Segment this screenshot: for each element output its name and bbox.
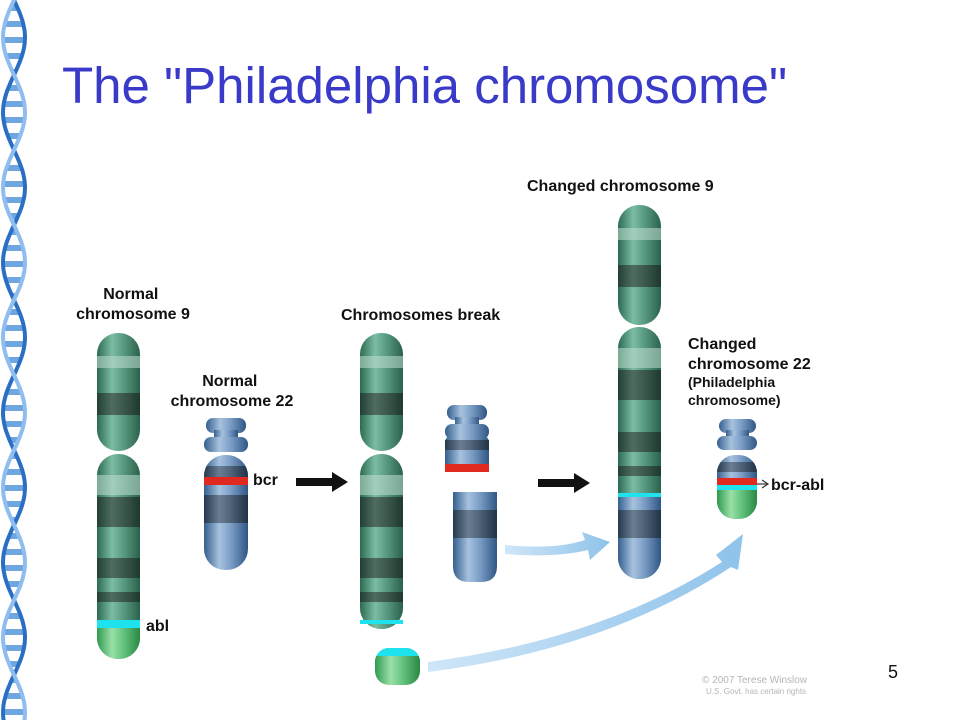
helix-rung bbox=[9, 437, 19, 443]
dna-helix-decoration bbox=[0, 0, 28, 720]
helix-rung bbox=[3, 37, 25, 43]
label-chromosomes-break: Chromosomes break bbox=[341, 307, 500, 324]
slide-title: The "Philadelphia chromosome" bbox=[62, 57, 788, 114]
helix-rung bbox=[5, 245, 24, 251]
helix-rung bbox=[3, 101, 25, 107]
helix-rung bbox=[3, 709, 25, 715]
helix-rung bbox=[3, 405, 25, 411]
helix-strand bbox=[0, 0, 28, 720]
helix-rung bbox=[4, 197, 24, 203]
broken-chromosome-22 bbox=[445, 405, 497, 582]
normal-chromosome-22 bbox=[204, 418, 248, 570]
helix-rung bbox=[10, 229, 18, 235]
helix-rung bbox=[3, 325, 25, 331]
label-normal-chromosome-9: Normal chromosome 9 bbox=[76, 286, 190, 323]
helix-rung bbox=[11, 453, 17, 459]
label-changed-chromosome-9: Changed chromosome 9 bbox=[527, 178, 714, 195]
helix-rung bbox=[5, 469, 23, 475]
helix-rung bbox=[6, 53, 22, 59]
helix-rung bbox=[5, 277, 23, 283]
helix-rung bbox=[3, 261, 25, 267]
helix-rung bbox=[5, 693, 23, 699]
helix-rung bbox=[3, 565, 25, 571]
helix-rung bbox=[10, 213, 19, 219]
label-normal-chromosome-22: Normal chromosome 22 bbox=[171, 373, 294, 410]
changed-chromosome-9 bbox=[618, 205, 661, 579]
helix-rung bbox=[7, 613, 21, 619]
helix-rung bbox=[7, 581, 21, 587]
helix-rung bbox=[10, 5, 18, 11]
helix-rung bbox=[6, 165, 22, 171]
helix-rung bbox=[3, 485, 25, 491]
helix-rung bbox=[4, 549, 24, 555]
changed-chromosome-22 bbox=[717, 419, 770, 519]
credit-line-1: © 2007 Terese Winslow bbox=[702, 675, 808, 686]
credit-line-2: U.S. Govt. has certain rights bbox=[706, 687, 806, 696]
broken-chromosome-9 bbox=[360, 333, 420, 685]
helix-rung bbox=[3, 181, 25, 187]
translocation-arrow-9-to-22 bbox=[428, 534, 743, 672]
label-abl: abl bbox=[146, 618, 169, 635]
helix-rung bbox=[5, 501, 23, 507]
arrow-right-icon bbox=[296, 472, 348, 492]
helix-rung bbox=[11, 677, 17, 683]
helix-rung bbox=[3, 629, 25, 635]
helix-rung bbox=[8, 85, 20, 91]
helix-rung bbox=[8, 309, 20, 315]
helix-rung bbox=[4, 421, 24, 427]
page-number: 5 bbox=[888, 662, 899, 682]
translocation-arrow-22-to-9 bbox=[505, 532, 610, 560]
helix-rung bbox=[9, 533, 19, 539]
label-bcr-abl: bcr-abl bbox=[771, 477, 824, 494]
helix-rung bbox=[7, 133, 21, 139]
helix-rung bbox=[4, 645, 24, 651]
helix-rung bbox=[7, 357, 21, 363]
helix-rung bbox=[4, 21, 24, 27]
arrow-right-icon bbox=[538, 473, 590, 493]
helix-rung bbox=[3, 117, 25, 123]
label-bcr: bcr bbox=[253, 472, 278, 489]
helix-strand bbox=[0, 0, 28, 720]
helix-rung bbox=[9, 661, 19, 667]
helix-rung bbox=[11, 517, 17, 523]
label-changed-chromosome-22: Changed chromosome 22 (Philadelphia chro… bbox=[688, 336, 815, 408]
helix-rung bbox=[6, 389, 22, 395]
helix-rung bbox=[3, 341, 25, 347]
normal-chromosome-9 bbox=[97, 333, 140, 659]
